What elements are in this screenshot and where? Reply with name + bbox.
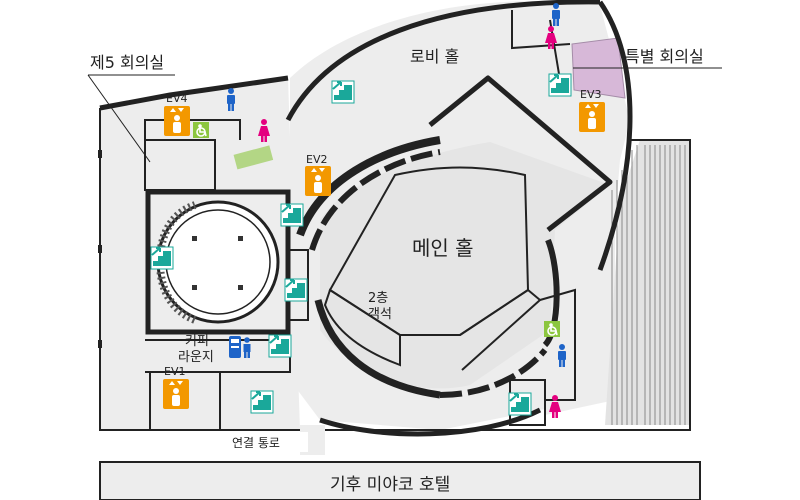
elevator-ev1[interactable]: EV1 — [163, 365, 189, 409]
svg-text:연결 통로: 연결 통로 — [232, 436, 280, 450]
stairs-icon — [150, 246, 174, 270]
stairs-icon — [250, 390, 274, 414]
svg-text:특별 회의실: 특별 회의실 — [625, 47, 704, 66]
stairs-icon — [548, 73, 572, 97]
elevator-icon — [163, 379, 189, 409]
seat-label-line1: 2층 — [368, 291, 388, 306]
wheelchair-icon — [192, 121, 210, 139]
svg-text:제5 회의실: 제5 회의실 — [90, 53, 164, 72]
elevator-icon — [164, 106, 190, 136]
vending-machine-icon — [229, 336, 251, 358]
svg-text:EV2: EV2 — [306, 153, 327, 166]
main-hall[interactable] — [296, 75, 613, 399]
elevator-ev2[interactable]: EV2 — [305, 153, 331, 196]
coffee-label-line1: 커피 — [185, 334, 209, 349]
svg-text:EV1: EV1 — [164, 365, 185, 378]
stairs-icon — [508, 392, 532, 416]
lobby-label: 로비 홀 — [410, 47, 459, 66]
corridor-label: 연결 통로 — [228, 432, 308, 452]
circular-room — [156, 200, 280, 324]
wheelchair-icon — [543, 320, 561, 338]
left-wing-walls — [144, 119, 309, 430]
stairs-icon — [331, 80, 355, 104]
stairs-icon — [284, 278, 308, 302]
outer-walls — [99, 0, 701, 500]
conf5-label: 제5 회의실 — [87, 53, 175, 163]
elevator-ev3[interactable]: EV3 — [579, 88, 605, 132]
svg-text:EV4: EV4 — [166, 92, 187, 105]
elevator-ev4[interactable]: EV4 — [164, 92, 190, 136]
stairs-icon — [268, 334, 292, 358]
seat-label-line2: 객석 — [368, 307, 392, 322]
elevator-icon — [579, 102, 605, 132]
right-wing-walls — [509, 10, 576, 426]
stairs-icon — [280, 203, 304, 227]
elevator-icon — [305, 166, 331, 196]
svg-text:EV3: EV3 — [580, 88, 601, 101]
left-edge-marks — [98, 150, 102, 348]
special-room-label: 특별 회의실 — [573, 47, 722, 69]
main-hall-label: 메인 홀 — [412, 236, 474, 260]
coffee-label-line2: 라운지 — [178, 350, 214, 365]
hotel-label: 기후 미야코 호텔 — [330, 475, 450, 495]
right-seating-stripes — [611, 145, 686, 425]
